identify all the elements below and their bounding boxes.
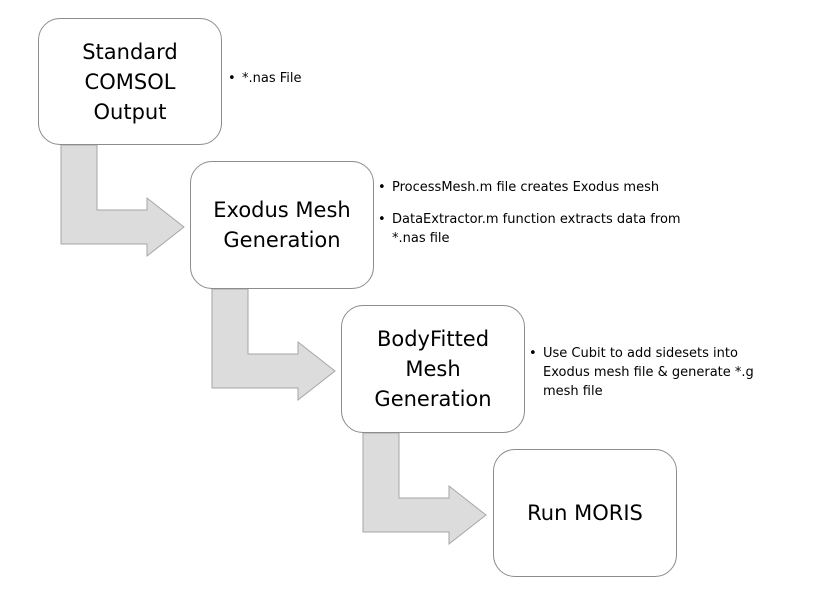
note-item: DataExtractor.m function extracts data f… (378, 210, 683, 248)
note-item: ProcessMesh.m file creates Exodus mesh (378, 178, 683, 197)
flow-arrow-2 (211, 288, 336, 402)
flow-arrow-3 (362, 432, 487, 546)
note-item: Use Cubit to add sidesets into Exodus me… (529, 344, 779, 401)
step-title: Standard COMSOL Output (82, 39, 178, 124)
step-box-bodyfitted-mesh-generation: BodyFitted Mesh Generation (341, 305, 525, 433)
step-title: Exodus Mesh Generation (213, 198, 351, 252)
step-notes: ProcessMesh.m file creates Exodus mesh D… (378, 178, 683, 261)
step-title: BodyFitted Mesh Generation (374, 327, 492, 411)
step-notes: *.nas File (228, 69, 378, 101)
step-notes: Use Cubit to add sidesets into Exodus me… (529, 344, 779, 414)
note-item: *.nas File (228, 69, 378, 88)
step-box-standard-comsol-output: Standard COMSOL Output (38, 18, 222, 145)
step-title: Run MORIS (527, 501, 643, 525)
flow-arrow-1 (60, 144, 185, 258)
step-box-run-moris: Run MORIS (493, 449, 677, 577)
step-box-exodus-mesh-generation: Exodus Mesh Generation (190, 161, 374, 289)
